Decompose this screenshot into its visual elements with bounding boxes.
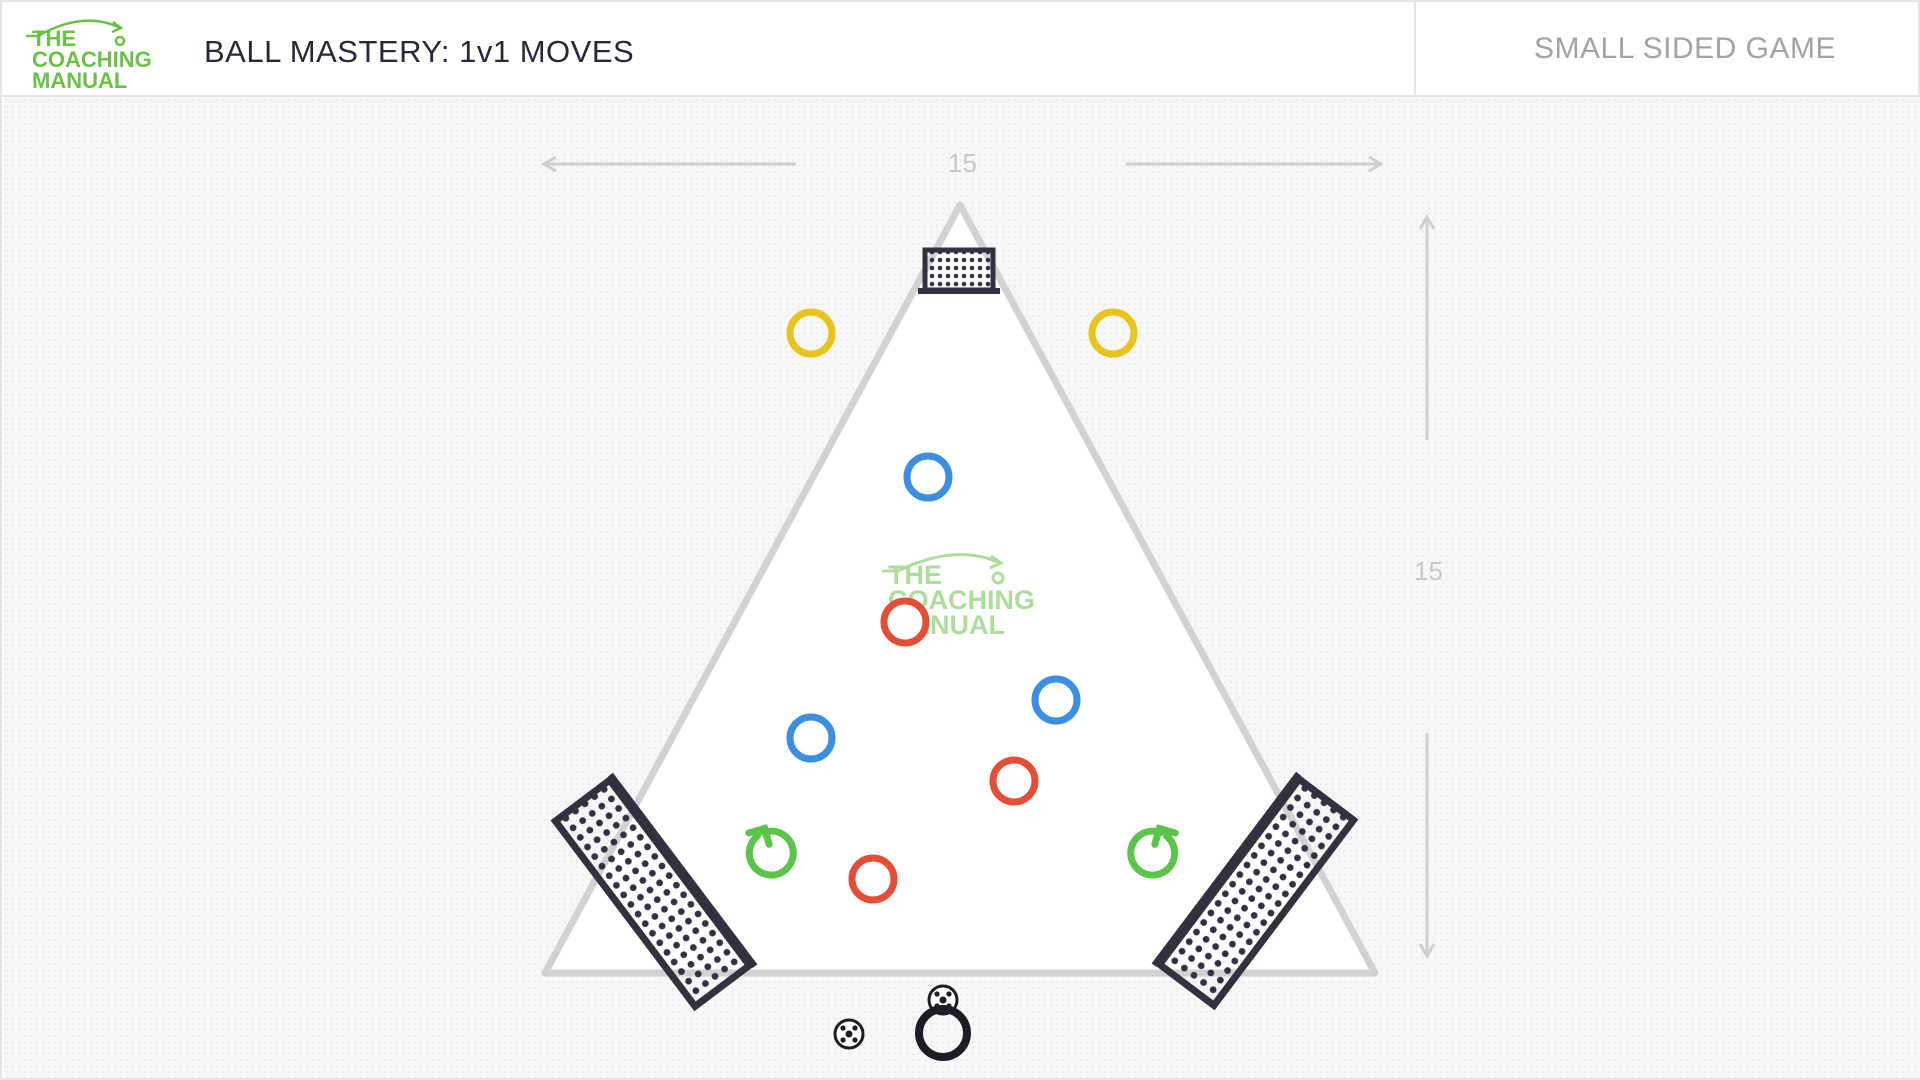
width-dimension-label: 15: [948, 148, 977, 178]
header-divider: [1414, 2, 1416, 95]
logo-text-line-3: MANUAL: [32, 68, 128, 93]
logo-arrow-icon: [26, 19, 126, 47]
player-blue: [1031, 675, 1081, 725]
logo-text-line-1: THE: [32, 26, 76, 51]
watermark-arrow-icon: [882, 553, 1005, 585]
coach-ring-icon: [915, 1005, 971, 1061]
player-blue: [786, 713, 836, 763]
goal-bottom-left-icon: [550, 772, 758, 1012]
coaching-manual-logo: THE COACHING MANUAL: [24, 14, 174, 94]
goal-bottom-right-icon: [1151, 771, 1359, 1011]
page-title: BALL MASTERY: 1v1 MOVES: [204, 34, 635, 69]
height-dimension-arrows: [1418, 214, 1436, 959]
player-yellow: [786, 308, 836, 358]
player-blue: [903, 452, 953, 502]
soccer-ball-icon: [833, 1018, 865, 1050]
triangle-pitch: [541, 201, 1379, 977]
player-yellow: [1088, 308, 1138, 358]
watermark-text-line-1: THE: [888, 560, 942, 590]
player-red: [848, 854, 898, 904]
goal-top-icon: [918, 247, 1000, 294]
logo-text-line-2: COACHING: [32, 47, 152, 72]
rotate-arrow-icon: [1127, 824, 1179, 879]
height-dimension-label: 15: [1414, 556, 1443, 586]
width-dimension-arrows: [541, 155, 1384, 173]
player-red: [880, 597, 930, 647]
header-bar: THE COACHING MANUAL BALL MASTERY: 1v1 MO…: [2, 2, 1918, 97]
category-label: SMALL SIDED GAME: [1534, 32, 1836, 65]
player-red: [989, 756, 1039, 806]
rotate-arrow-icon: [745, 824, 797, 879]
